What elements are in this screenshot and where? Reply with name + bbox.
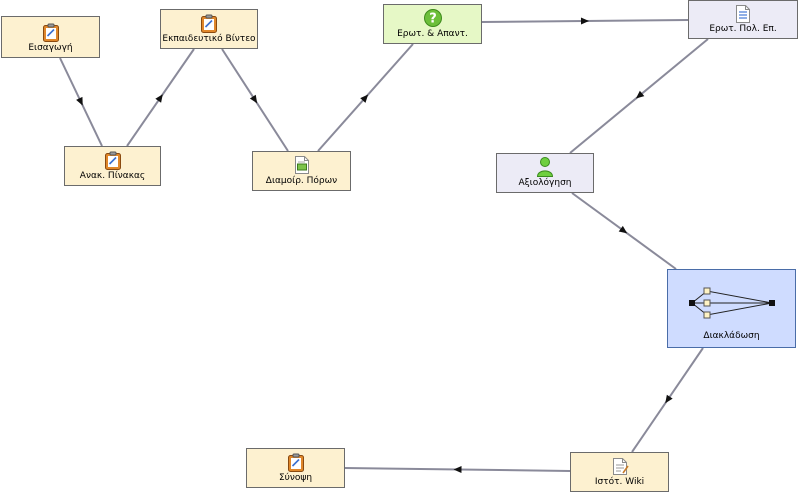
node-erot-pol-ep[interactable]: Ερωτ. Πολ. Επ. [688,0,798,39]
node-label: Ιστότ. Wiki [594,477,645,487]
resource-sharing-icon [294,156,309,174]
arrowhead-anak-pinakas->ekpaideytiko-vinteo [155,94,163,103]
clipboard-icon [287,453,304,472]
node-label: Διαμοίρ. Πόρων [265,176,338,186]
arrowhead-ekpaideytiko-vinteo->diamoir-poron [249,94,258,104]
arrowhead-axiologisi->diaklados [618,225,628,234]
node-label: Εκπαιδευτικό Βίντεο [162,34,256,44]
node-label: Ερωτ. Πολ. Επ. [709,24,777,34]
arrowhead-istot-wiki->synopsi [453,466,462,474]
node-erot-apant[interactable]: ? Ερωτ. & Απαντ. [383,4,482,44]
node-anak-pinakas[interactable]: Ανακ. Πίνακας [64,146,161,186]
node-label: Ερωτ. & Απαντ. [397,29,468,39]
clipboard-icon [42,23,59,42]
arrowhead-erot-apant->erot-pol-ep [580,17,589,25]
arrowhead-eisagogi->anak-pinakas [76,96,83,106]
arrowhead-erot-pol-ep->axiologisi [635,90,645,99]
node-label: Αξιολόγηση [518,178,572,188]
arrowhead-diaklados->istot-wiki [665,394,673,404]
node-synopsi[interactable]: Σύνοψη [246,448,345,488]
node-axiologisi[interactable]: Αξιολόγηση [496,153,594,193]
person-icon [536,157,554,177]
arrowhead-diamoir-poron->erot-apant [360,94,369,103]
clipboard-icon [104,151,121,170]
node-eisagogi[interactable]: Εισαγωγή [1,16,100,58]
node-istot-wiki[interactable]: Ιστότ. Wiki [570,452,669,492]
edges-layer [59,17,709,474]
question-icon: ? [423,9,442,27]
quiz-list-icon [736,5,750,23]
node-label: Σύνοψη [278,473,313,483]
wiki-page-icon [612,458,629,475]
node-ekpaideytiko-vinteo[interactable]: Εκπαιδευτικό Βίντεο [160,9,258,49]
clipboard-icon [201,14,217,33]
node-label: Εισαγωγή [28,43,73,53]
svg-text:?: ? [429,12,437,27]
branching-icon [688,287,775,319]
node-label: Διακλάδωση [703,331,760,341]
node-label: Ανακ. Πίνακας [79,171,146,181]
node-diamoir-poron[interactable]: Διαμοίρ. Πόρων [252,151,351,191]
node-diaklados[interactable]: Διακλάδωση [667,269,796,348]
